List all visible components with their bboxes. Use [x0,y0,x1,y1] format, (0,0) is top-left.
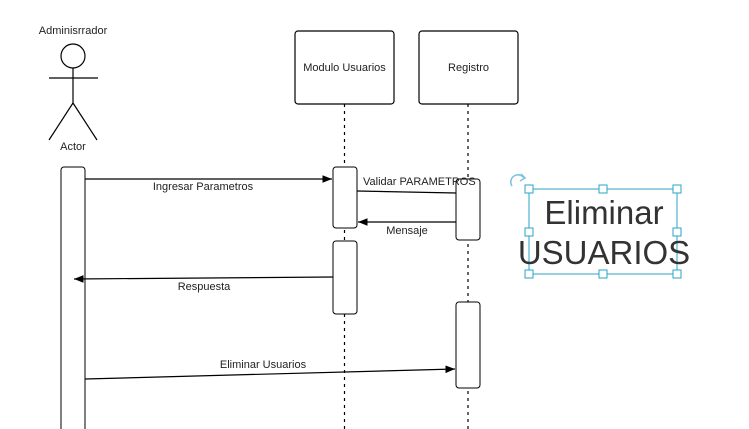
message-validar-parametros[interactable]: Validar PARAMETROS [356,176,476,194]
activation-bar-registro-1[interactable] [455,178,481,241]
message-label-ingresar-parametros: Ingresar Parametros [153,181,254,193]
resize-handle-bottom[interactable] [598,269,608,279]
message-respuesta[interactable]: Respuesta [73,275,334,293]
lifeline-title-modulo-usuarios: Modulo Usuarios [303,62,386,74]
resize-handle-bottom-left[interactable] [524,269,534,279]
resize-handle-bottom-right[interactable] [672,269,682,279]
selected-text-line-1: Eliminar [544,193,664,231]
selection-frame[interactable] [509,173,682,279]
message-label-validar-parametros: Validar PARAMETROS [363,176,476,188]
lifeline-title-registro: Registro [448,62,489,74]
message-ingresar-parametros[interactable]: Ingresar Parametros [85,175,332,193]
rotate-handle-icon[interactable] [509,173,527,187]
message-label-mensaje: Mensaje [386,225,428,237]
activation-bar-modulo-2[interactable] [332,240,358,315]
message-eliminar-usuarios[interactable]: Eliminar Usuarios [84,359,456,380]
resize-handle-top-left[interactable] [524,184,534,194]
message-label-respuesta: Respuesta [178,281,231,293]
message-mensaje[interactable]: Mensaje [358,218,456,237]
actor-figure[interactable]: Adminisrrador Actor [39,25,108,153]
resize-handle-right[interactable] [672,227,682,237]
actor-activation-bar[interactable] [60,166,86,429]
resize-handle-top[interactable] [598,184,608,194]
resize-handle-left[interactable] [524,227,534,237]
activation-bar-modulo-1[interactable] [332,166,358,229]
actor-label: Actor [60,141,86,153]
lifeline-modulo-usuarios[interactable]: Modulo Usuarios [294,30,395,429]
lifeline-registro[interactable]: Registro [418,30,519,429]
message-label-eliminar-usuarios: Eliminar Usuarios [220,359,307,371]
selected-text-element[interactable]: Eliminar USUARIOS [517,190,691,275]
selected-text-line-2: USUARIOS [517,233,691,271]
activation-bar-registro-2[interactable] [455,301,481,389]
resize-handle-top-right[interactable] [672,184,682,194]
actor-name: Adminisrrador [39,25,108,37]
